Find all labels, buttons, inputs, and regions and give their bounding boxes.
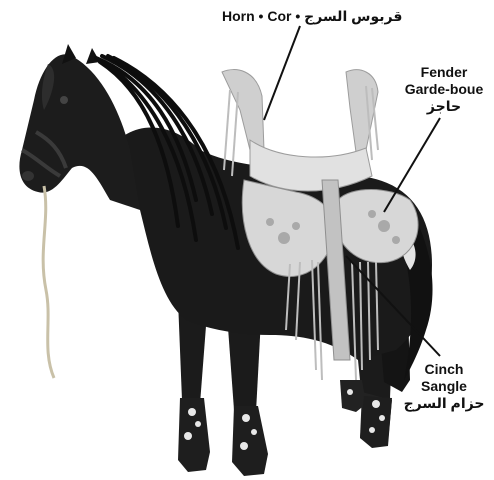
- lead-rope: [43, 186, 54, 378]
- cinch-label-line1: Cinch: [402, 361, 486, 378]
- horse-eye: [60, 96, 68, 104]
- fender-label-line1: Fender: [396, 64, 492, 81]
- cinch-label-line3: حزام السرج: [402, 395, 486, 412]
- horse-ears: [62, 44, 100, 64]
- horse-nostril: [22, 171, 34, 181]
- fender-label-line3: حاجز: [396, 98, 492, 115]
- cinch-label: Cinch Sangle حزام السرج: [402, 361, 486, 412]
- horn-label: Horn • Cor • قربوس السرج: [222, 8, 402, 25]
- cinch-label-line2: Sangle: [402, 378, 486, 395]
- fender-label-line2: Garde-boue: [396, 81, 492, 98]
- fender-label: Fender Garde-boue حاجز: [396, 64, 492, 115]
